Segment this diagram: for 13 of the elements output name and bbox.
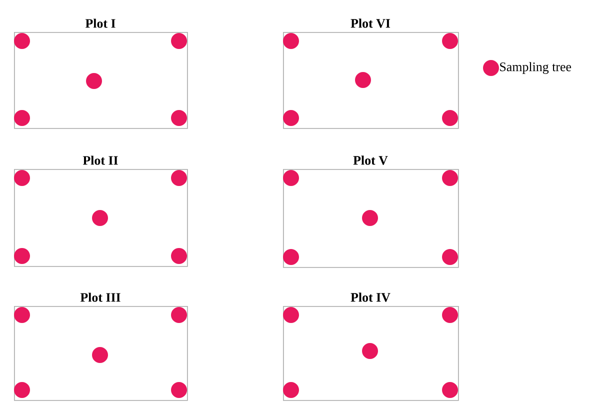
plot-box: Plot IV <box>283 292 459 401</box>
plot-box: Plot I <box>14 18 188 129</box>
node-label: Plot IV <box>350 292 390 302</box>
node-label: Plot VI <box>350 18 390 28</box>
plot-box: Plot VI <box>283 18 459 129</box>
plot-box: Plot III <box>14 292 188 401</box>
node-label: Plot V <box>353 156 388 165</box>
plot-box: Plot II <box>14 156 188 267</box>
node-label: Plot II <box>82 156 118 165</box>
plot-box: Plot V <box>283 156 459 268</box>
node-label: Plot I <box>85 18 116 28</box>
legend-label: Sampling tree <box>500 62 572 74</box>
node-label: Plot III <box>80 292 120 302</box>
